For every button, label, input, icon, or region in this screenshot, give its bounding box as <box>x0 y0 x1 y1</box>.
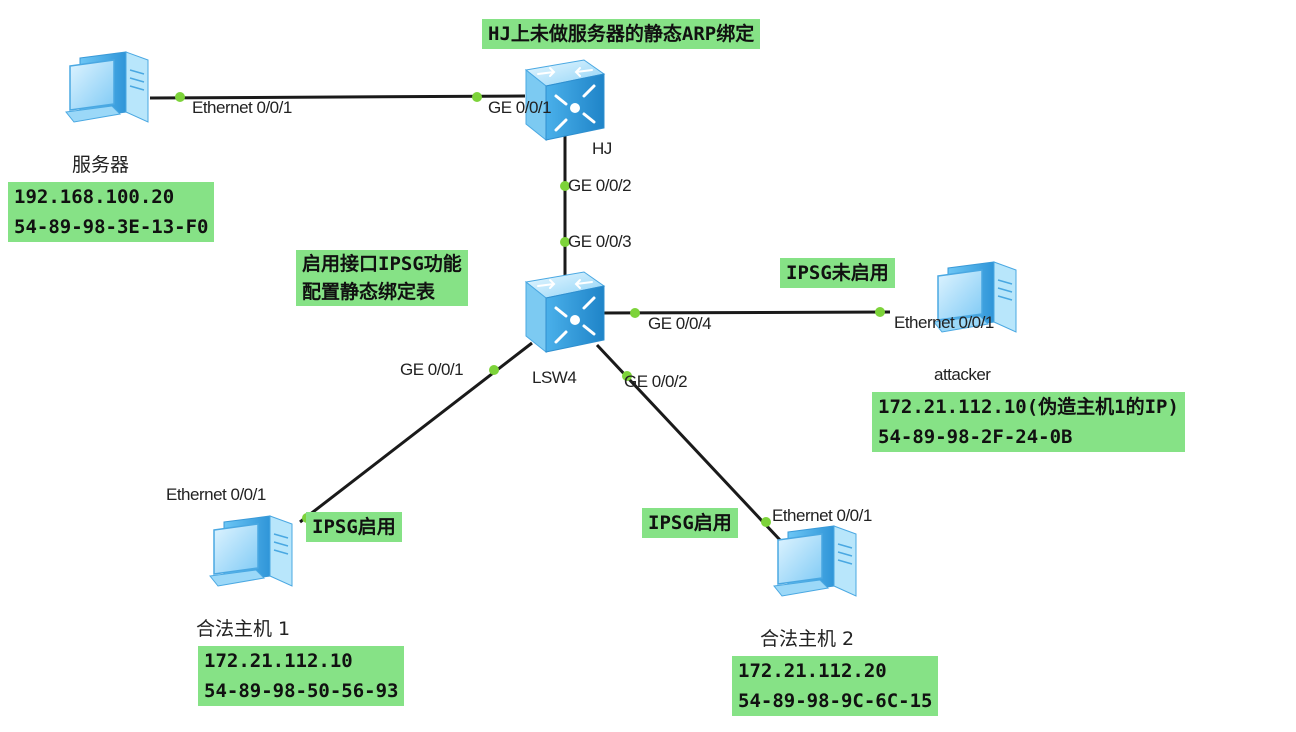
links <box>149 94 891 542</box>
device-name-attacker: attacker <box>934 365 991 384</box>
port-dots <box>175 92 885 527</box>
attacker-address-note: 172.21.112.10(伪造主机1的IP) 54-89-98-2F-24-0… <box>872 392 1185 452</box>
host1-ip: 172.21.112.10 <box>204 650 353 672</box>
pc-icon[interactable] <box>209 515 293 587</box>
port-label: Ethernet 0/0/1 <box>894 313 994 332</box>
port-dot <box>560 181 570 191</box>
host2-ipsg-note: IPSG启用 <box>642 508 738 538</box>
port-dot <box>175 92 185 102</box>
note-text: IPSG启用 <box>648 512 732 534</box>
host2-mac: 54-89-98-9C-6C-15 <box>738 690 933 712</box>
port-label: GE 0/0/1 <box>488 98 552 117</box>
link-server-hj <box>149 94 526 100</box>
port-dot <box>630 308 640 318</box>
port-dot <box>472 92 482 102</box>
port-dot <box>560 237 570 247</box>
pc-icon[interactable] <box>65 51 149 123</box>
attacker-ip: 172.21.112.10(伪造主机1的IP) <box>878 396 1179 418</box>
port-dot <box>489 365 499 375</box>
device-name-hj: HJ <box>592 139 612 158</box>
port-label: GE 0/0/3 <box>568 232 632 251</box>
attacker-mac: 54-89-98-2F-24-0B <box>878 426 1073 448</box>
hj-arp-note: HJ上未做服务器的静态ARP绑定 <box>482 19 761 49</box>
host2-ip: 172.21.112.20 <box>738 660 887 682</box>
port-label: GE 0/0/2 <box>568 176 632 195</box>
server-mac: 54-89-98-3E-13-F0 <box>14 216 209 238</box>
attacker-ipsg-note: IPSG未启用 <box>780 258 895 288</box>
device-name-host1: 合法主机 1 <box>196 618 291 640</box>
note-text: 配置静态绑定表 <box>302 281 436 303</box>
port-label: Ethernet 0/0/1 <box>166 485 266 504</box>
port-dot <box>875 307 885 317</box>
port-dot <box>622 371 632 381</box>
host1-ipsg-note: IPSG启用 <box>306 512 402 542</box>
port-label: GE 0/0/4 <box>648 314 712 333</box>
port-label: Ethernet 0/0/1 <box>772 506 872 525</box>
note-text: IPSG未启用 <box>786 262 889 284</box>
switch-icon[interactable] <box>524 270 606 354</box>
device-name-lsw4: LSW4 <box>532 368 577 387</box>
note-text: IPSG启用 <box>312 516 396 538</box>
note-text: HJ上未做服务器的静态ARP绑定 <box>488 23 755 45</box>
host1-mac: 54-89-98-50-56-93 <box>204 680 399 702</box>
lsw4-ipsg-note: 启用接口IPSG功能 配置静态绑定表 <box>296 250 468 306</box>
host2-address-note: 172.21.112.20 54-89-98-9C-6C-15 <box>732 656 939 716</box>
port-label: GE 0/0/1 <box>400 360 464 379</box>
port-label: Ethernet 0/0/1 <box>192 98 292 117</box>
port-label: GE 0/0/2 <box>624 372 688 391</box>
note-text: 启用接口IPSG功能 <box>302 253 462 275</box>
port-dot <box>761 517 771 527</box>
device-name-server: 服务器 <box>72 154 130 176</box>
device-name-host2: 合法主机 2 <box>760 628 855 650</box>
server-ip: 192.168.100.20 <box>14 186 175 208</box>
server-address-note: 192.168.100.20 54-89-98-3E-13-F0 <box>8 182 215 242</box>
host1-address-note: 172.21.112.10 54-89-98-50-56-93 <box>198 646 405 706</box>
link-lsw4-attacker <box>599 310 891 315</box>
pc-icon[interactable] <box>773 525 857 597</box>
